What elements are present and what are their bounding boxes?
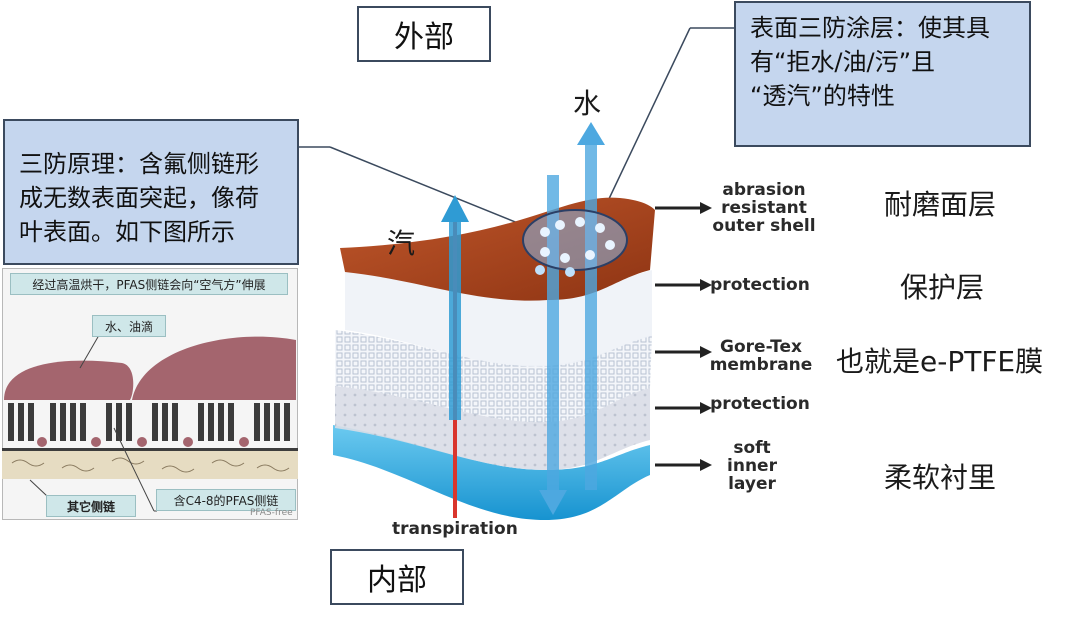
inner-layer-en-line-2: inner <box>727 456 777 476</box>
coating-callout-line-1: 表面三防涂层：使其具 <box>750 14 990 42</box>
membrane-en-label: Gore-Tex membrane <box>706 338 816 374</box>
inner-layer-shape <box>333 425 650 520</box>
principle-callout-line-2: 成无数表面突起，像荷 <box>19 184 259 212</box>
coating-callout: 表面三防涂层：使其具 有“拒水/油/污”且 “透汽”的特性 <box>734 1 1031 147</box>
water-label: 水 <box>573 87 602 120</box>
membrane-cn-label: 也就是e-PTFE膜 <box>836 345 1044 378</box>
membrane-en-line-1: Gore-Tex <box>720 337 802 357</box>
principle-callout-line-3: 叶表面。如下图所示 <box>19 218 235 246</box>
outer-shell-en-line-3: outer shell <box>712 216 816 236</box>
protection-en-label-1: protection <box>710 275 810 295</box>
principle-callout: 三防原理：含氟侧链形 成无数表面突起，像荷 叶表面。如下图所示 <box>3 119 299 265</box>
membrane-shape <box>335 330 652 423</box>
outer-shell-cn-label: 耐磨面层 <box>884 188 997 221</box>
pfas-inset-header: 经过高温烘干，PFAS侧链会向“空气方”伸展 <box>10 273 288 295</box>
droplet-highlight-ellipse <box>522 209 628 271</box>
membrane-en-line-2: membrane <box>709 355 813 375</box>
other-chain-label: 其它侧链 <box>46 495 136 517</box>
water-arrow-up <box>585 140 597 490</box>
principle-callout-line-1: 三防原理：含氟侧链形 <box>19 150 259 178</box>
substrate-fibers <box>2 451 298 479</box>
inner-layer-en-line-1: soft <box>733 438 771 458</box>
inside-label: 内部 <box>330 549 464 605</box>
inner-layer-en-line-3: layer <box>728 474 776 494</box>
vapor-label: 汽 <box>387 227 416 260</box>
protection-cn-label: 保护层 <box>900 271 985 304</box>
small-droplet <box>4 360 134 400</box>
coating-callout-line-3: “透汽”的特性 <box>750 82 895 110</box>
coating-callout-line-2: 有“拒水/油/污”且 <box>750 48 936 76</box>
inset-watermark: PFAS-free <box>250 508 293 518</box>
transpiration-label: transpiration <box>392 519 518 539</box>
lower-protection-shape <box>335 385 650 470</box>
protection-en-label-2: protection <box>710 394 810 414</box>
outside-label: 外部 <box>357 6 491 62</box>
outer-shell-en-line-2: resistant <box>721 198 807 218</box>
pfas-inset-diagram <box>2 329 298 512</box>
drops-label: 水、油滴 <box>92 315 166 337</box>
large-droplet <box>132 336 296 400</box>
pfas-chain-label: 含C4-8的PFAS侧链 <box>156 489 296 511</box>
outer-shell-en-label: abrasion resistant outer shell <box>708 181 820 235</box>
inner-layer-en-label: soft inner layer <box>712 439 792 493</box>
inner-layer-cn-label: 柔软衬里 <box>884 461 997 494</box>
vapor-arrow <box>449 220 461 420</box>
outer-shell-en-line-1: abrasion <box>722 180 806 200</box>
